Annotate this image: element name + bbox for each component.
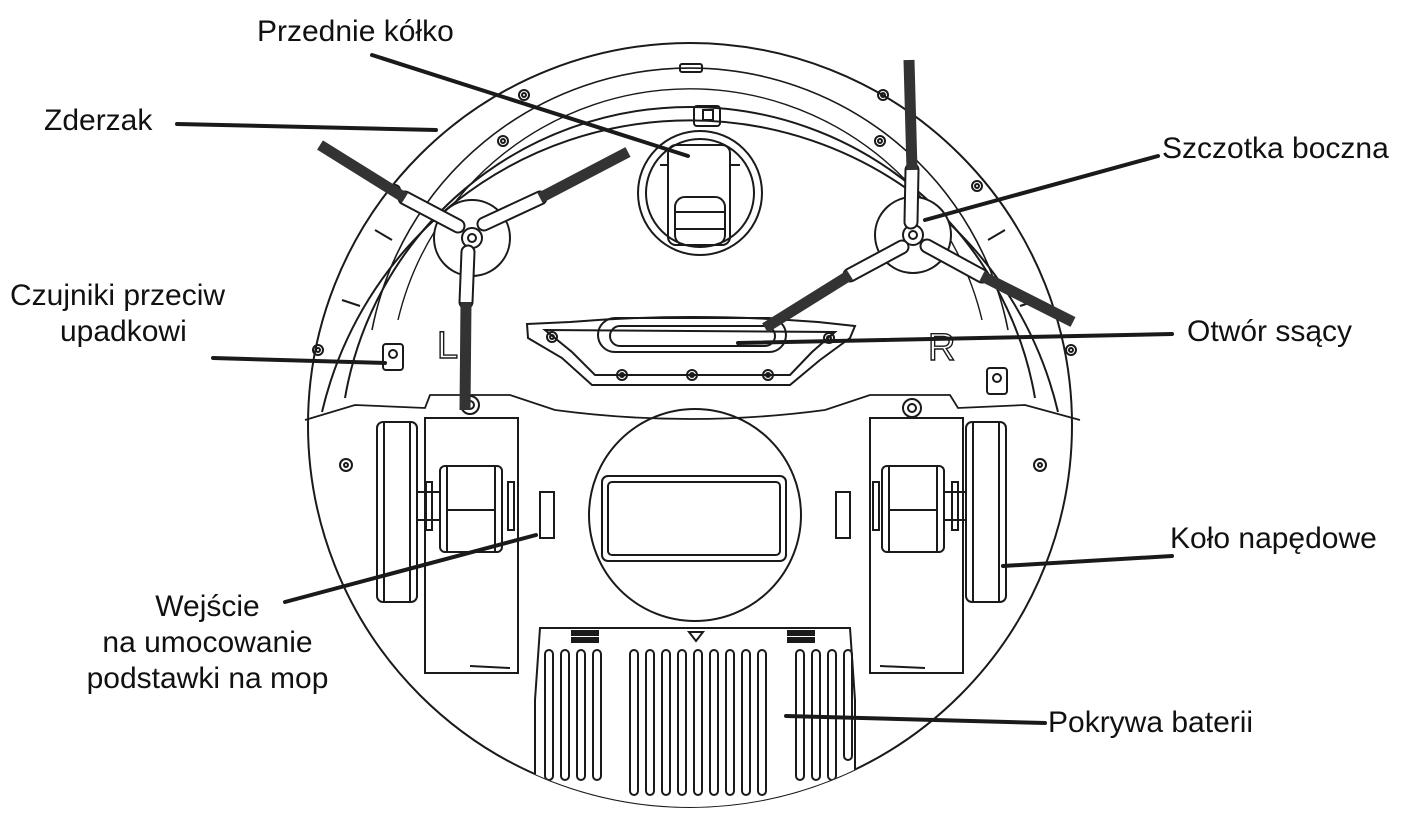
label-mop-slot: Wejście na umocowanie podstawki na mop (30, 589, 385, 697)
label-bumper: Zderzak (44, 104, 153, 137)
cliff-sensor-right (986, 367, 1008, 395)
label-mop-slot-line1: Wejście (155, 590, 260, 623)
label-mop-slot-line2: na umocowanie (102, 626, 313, 659)
side-brush-right (842, 162, 990, 284)
leader-mop-slot (283, 533, 538, 604)
leader-battery-cover (784, 714, 1047, 725)
leader-suction (736, 332, 1174, 345)
label-side-brush: Szczotka boczna (1162, 132, 1389, 165)
label-cliff-sensors: Czujniki przeciw upadkowi (10, 278, 225, 350)
side-marker-right: R (928, 327, 955, 369)
label-battery-cover: Pokrywa baterii (1048, 706, 1254, 739)
chassis-lower-plate (304, 394, 1081, 421)
label-suction-opening: Otwór ssący (1187, 315, 1353, 348)
leader-cliff-sensors (211, 356, 387, 365)
leader-lines (175, 53, 1174, 725)
leader-side-brush (923, 154, 1160, 222)
bumper-inner-arc (344, 106, 1036, 399)
label-drive-wheel: Koło napędowe (1170, 522, 1377, 555)
dust-bin-window (588, 408, 802, 622)
label-front-wheel: Przednie kółko (257, 15, 454, 48)
drive-wheel-left (376, 417, 519, 674)
battery-cover (534, 627, 856, 807)
leader-front-wheel (370, 53, 690, 158)
cliff-sensor-left (382, 343, 404, 371)
label-cliff-sensors-line1: Czujniki przeciw (10, 279, 226, 312)
suction-opening (525, 316, 857, 386)
label-mop-slot-line3: podstawki na mop (86, 662, 329, 695)
side-brush-left (397, 190, 548, 310)
brush-bristles (317, 59, 1076, 411)
label-cliff-sensors-line2: upadkowi (60, 315, 187, 348)
mop-mount-slot-left (539, 491, 555, 539)
drive-wheel-right (869, 417, 1007, 674)
front-caster-wheel (637, 105, 763, 256)
leader-drive-wheel (1001, 554, 1174, 568)
side-marker-left: L (437, 325, 458, 367)
bumper-outer-arc (321, 119, 1059, 413)
mop-mount-slot-right (835, 491, 851, 539)
leader-bumper (175, 122, 438, 132)
